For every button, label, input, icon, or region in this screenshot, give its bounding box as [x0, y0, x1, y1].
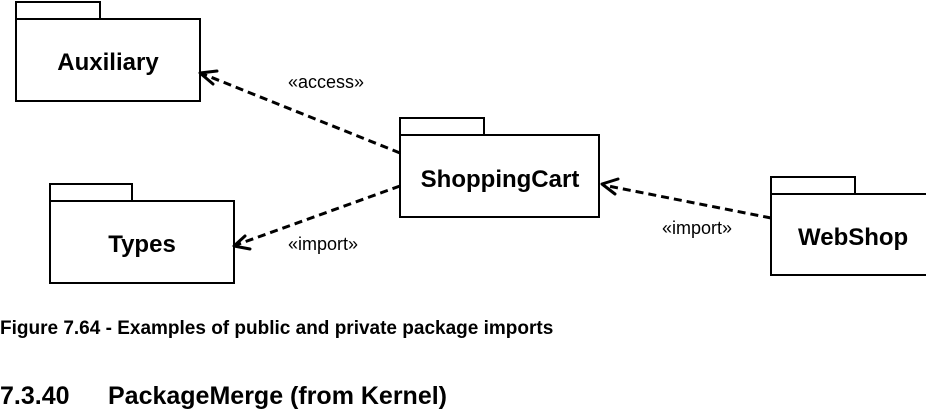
package-web-shop: WebShop: [770, 176, 926, 276]
package-name-auxiliary: Auxiliary: [57, 49, 159, 76]
package-auxiliary: Auxiliary: [15, 1, 201, 102]
package-tab: [770, 176, 856, 195]
package-name-shopping-cart: ShoppingCart: [421, 166, 580, 193]
section-number: 7.3.40: [0, 382, 70, 410]
stereotype-label-import-cart: «import»: [662, 218, 732, 238]
package-body: [49, 200, 235, 284]
dependency-line: [602, 183, 772, 220]
package-types: Types: [49, 183, 235, 284]
stereotype-label-import-types: «import»: [288, 234, 358, 254]
package-body: [399, 134, 600, 218]
package-tab: [399, 117, 485, 136]
arrow-head-icon: [198, 69, 219, 86]
stereotype-label-access: «access»: [288, 72, 364, 92]
section-heading: 7.3.40 PackageMerge (from Kernel): [0, 382, 447, 411]
dependency-import-shopping-cart: «import»: [600, 177, 772, 238]
arrow-head-icon: [600, 177, 620, 196]
package-name-types: Types: [108, 231, 176, 258]
dependency-line: [202, 72, 401, 155]
figure-caption: Figure 7.64 - Examples of public and pri…: [0, 318, 554, 339]
package-name-web-shop: WebShop: [798, 224, 908, 251]
package-tab: [49, 183, 133, 202]
dependency-import-types: «import»: [232, 184, 401, 254]
package-body: [770, 193, 926, 276]
dependency-line: [235, 184, 401, 247]
package-shopping-cart: ShoppingCart: [399, 117, 600, 218]
section-title: PackageMerge (from Kernel): [108, 382, 448, 410]
package-tab: [15, 1, 101, 20]
dependency-access-auxiliary: «access»: [198, 69, 401, 155]
arrow-head-icon: [232, 234, 252, 251]
package-body: [15, 18, 201, 102]
